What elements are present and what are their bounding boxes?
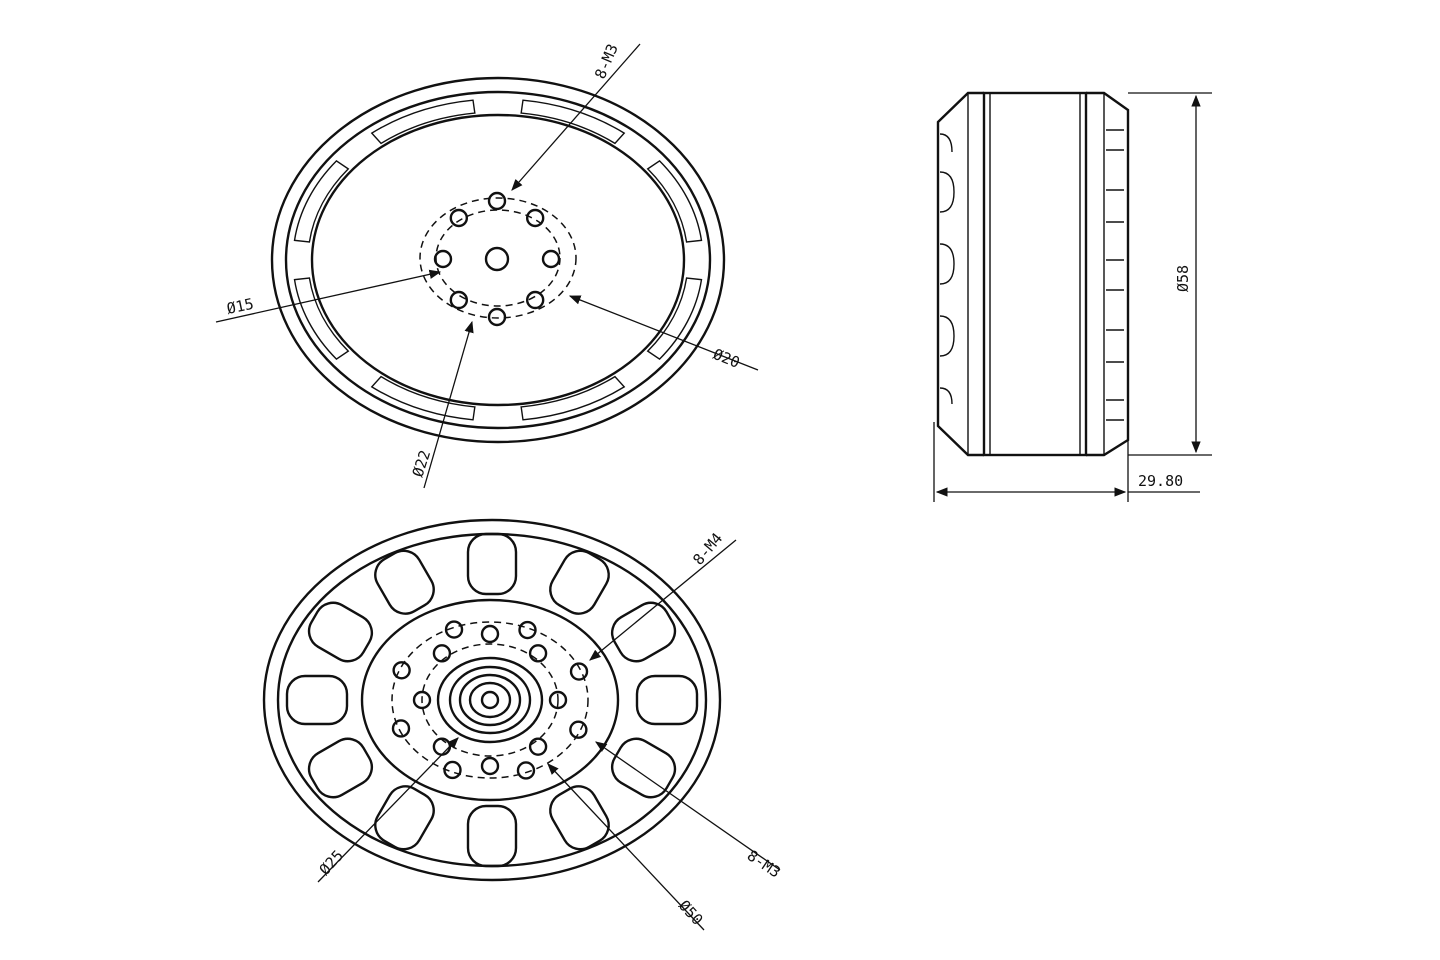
top-window-slot <box>646 159 703 243</box>
bottom-cooling-slot <box>285 674 349 726</box>
bottom-inner-hole <box>412 690 432 710</box>
side-left-vent <box>939 171 955 213</box>
bottom-bearing-ring-4 <box>468 681 512 719</box>
bottom-bolt-circle-outer <box>391 621 589 779</box>
label-8m3-top: 8-M3 <box>591 41 622 81</box>
bottom-inner-hole <box>528 644 548 663</box>
top-spoke-ring-inner <box>310 113 686 407</box>
side-left-vent <box>939 387 953 405</box>
bottom-outer-hole <box>392 661 411 680</box>
leader-dia20 <box>568 295 759 371</box>
top-window-slot <box>370 99 476 145</box>
top-window-slot <box>293 159 350 243</box>
leader-8m4 <box>589 539 737 661</box>
top-mount-hole <box>449 208 469 228</box>
leader-8m3-top <box>511 43 641 191</box>
top-mount-hole <box>541 249 561 269</box>
top-view: 8-M3 Ø15 Ø20 Ø22 <box>215 41 759 489</box>
bottom-shaft <box>480 690 500 710</box>
side-left-cap <box>936 91 984 457</box>
bottom-bearing-ring-3 <box>458 673 522 727</box>
label-dia50: Ø50 <box>675 897 707 929</box>
bottom-cooling-slots <box>285 532 699 868</box>
top-mount-hole <box>487 191 507 211</box>
bottom-outer-hole <box>569 662 589 681</box>
bottom-view: 8-M4 8-M3 Ø25 Ø50 <box>262 518 784 931</box>
bottom-bearing-housing <box>436 656 544 744</box>
bottom-inner-hole <box>480 624 500 644</box>
bottom-cooling-slot <box>610 737 677 799</box>
bottom-outer-hole <box>443 760 462 780</box>
bottom-cooling-slot <box>374 785 435 851</box>
bottom-rim-inner <box>276 532 708 868</box>
top-mounting-holes <box>433 191 561 327</box>
label-8m3-bottom: 8-M3 <box>744 846 784 881</box>
bottom-bolt-circle-inner <box>421 643 559 757</box>
bottom-cooling-slot <box>307 737 374 799</box>
label-dia58: Ø58 <box>1174 265 1192 292</box>
side-left-vent <box>939 315 955 357</box>
bottom-outer-hole <box>518 620 537 640</box>
bottom-outer-hole <box>391 719 411 738</box>
top-mount-hole <box>525 208 545 228</box>
top-window-slot <box>370 375 476 421</box>
leader-dia25 <box>317 737 459 883</box>
top-mount-hole <box>449 290 469 310</box>
leader-dia50 <box>547 763 705 931</box>
top-mount-hole <box>525 290 545 310</box>
bottom-inner-hole <box>548 690 568 710</box>
bottom-bearing-ring-2 <box>448 665 532 735</box>
bottom-inner-hole <box>480 756 500 776</box>
bottom-cooling-slot <box>549 785 610 851</box>
top-window-slot <box>646 277 703 361</box>
leader-dia22 <box>423 320 474 489</box>
bottom-outer-hole <box>444 620 464 639</box>
top-window-slots <box>293 99 703 421</box>
bottom-cooling-slot <box>635 674 699 726</box>
label-dia25: Ø25 <box>316 846 348 878</box>
top-window-slot <box>293 277 350 361</box>
side-left-vent <box>939 133 953 153</box>
top-mount-hole <box>433 249 453 269</box>
side-left-vent <box>939 243 955 285</box>
bottom-mounting-holes <box>391 620 589 780</box>
side-stator-body <box>982 91 1088 457</box>
bottom-outer-hole <box>569 720 588 739</box>
bottom-cooling-slot <box>549 549 610 615</box>
leader-dia15 <box>215 269 442 323</box>
top-center-shaft <box>484 246 510 272</box>
top-window-slot <box>520 375 626 421</box>
side-right-cap <box>1086 91 1130 457</box>
bottom-outer-hole <box>516 761 536 780</box>
bottom-inner-hole <box>432 737 452 756</box>
label-height: 29.80 <box>1138 472 1183 490</box>
bottom-inner-hole <box>528 737 548 756</box>
top-mount-hole <box>487 307 507 327</box>
top-outer-rim <box>270 76 726 444</box>
top-window-slot <box>520 99 626 145</box>
leader-8m3-bottom <box>595 741 781 871</box>
label-dia22: Ø22 <box>409 448 434 479</box>
top-bolt-circle-outer <box>419 197 577 319</box>
bottom-outer-rim <box>262 518 722 882</box>
bottom-cooling-slot <box>307 601 374 663</box>
label-8m4: 8-M4 <box>689 529 726 568</box>
bottom-cooling-slot <box>466 804 518 868</box>
side-view: Ø58 29.80 <box>933 91 1212 502</box>
side-right-vent <box>1106 129 1124 421</box>
bottom-hub-ring <box>360 598 620 802</box>
bottom-cooling-slot <box>374 549 435 615</box>
bottom-inner-hole <box>432 644 452 663</box>
bottom-cooling-slot <box>610 601 677 663</box>
label-dia15: Ø15 <box>225 295 255 318</box>
label-dia20: Ø20 <box>711 345 743 372</box>
bottom-cooling-slot <box>466 532 518 596</box>
top-rim-inner <box>284 90 712 430</box>
